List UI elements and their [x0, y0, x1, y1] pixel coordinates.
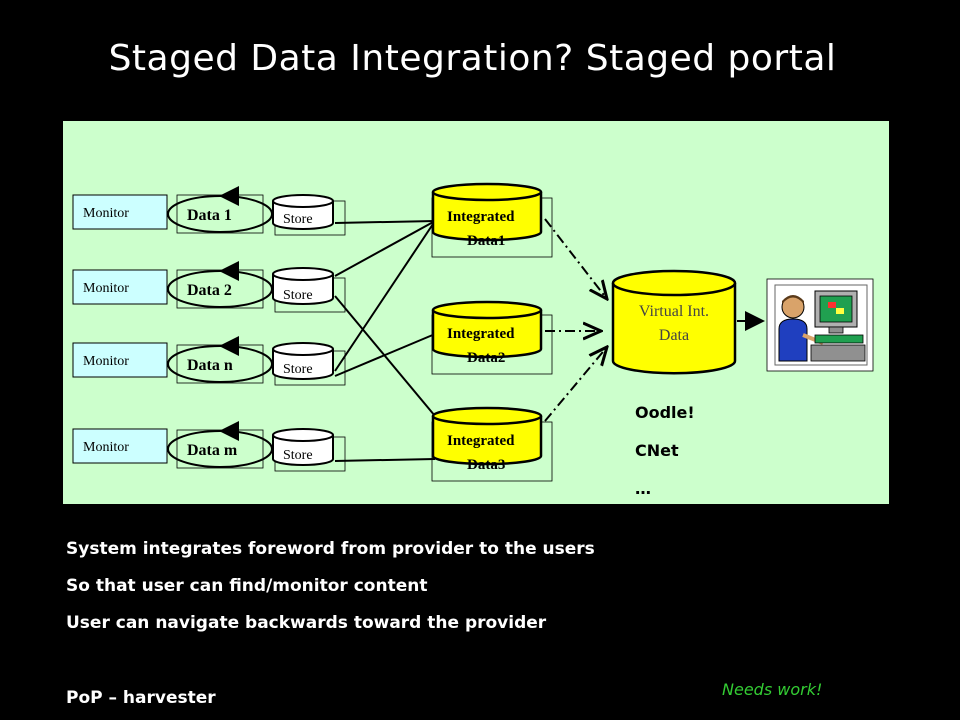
data-source-1: Data 1 [167, 186, 273, 234]
integrated-data-3: Integrated Data3 [431, 406, 553, 482]
integrated-label-line2: Data3 [467, 457, 505, 473]
store-2: Store [272, 267, 346, 313]
needs-work-note: Needs work! [722, 680, 823, 699]
integrated-label-line1: Integrated [447, 209, 515, 225]
data-source-label: Data n [187, 357, 233, 374]
integrated-label-line2: Data2 [467, 350, 505, 366]
integrated-label-line2: Data1 [467, 233, 505, 249]
monitor-box-4: Monitor [72, 428, 168, 464]
bullet-item-3: User can navigate backwards toward the p… [66, 613, 547, 633]
example-portal-2: CNet [635, 441, 679, 460]
data-source-label: Data 1 [187, 207, 232, 224]
virtual-label-line2: Data [659, 327, 689, 344]
store-4: Store [272, 428, 346, 472]
example-portal-1: Oodle! [635, 403, 695, 422]
store-3: Store [272, 342, 346, 386]
virtual-integrated-data: Virtual Int. Data [611, 269, 737, 375]
integrated-data-1: Integrated Data1 [431, 182, 553, 258]
connection-lines [334, 220, 436, 462]
data-source-label: Data m [187, 442, 238, 459]
monitor-label: Monitor [83, 354, 129, 369]
monitor-box-1: Monitor [72, 194, 168, 230]
dashed-arrows [544, 218, 607, 422]
store-label: Store [283, 362, 313, 377]
monitor-label: Monitor [83, 281, 129, 296]
store-label: Store [283, 448, 313, 463]
bullet-list: System integrates foreword from provider… [66, 536, 595, 647]
slide-title: Staged Data Integration? Staged portal [108, 38, 837, 79]
integrated-data-2: Integrated Data2 [431, 300, 553, 375]
virtual-label-line1: Virtual Int. [639, 303, 709, 320]
monitor-box-2: Monitor [72, 269, 168, 305]
integrated-label-line1: Integrated [447, 326, 515, 342]
data-source-label: Data 2 [187, 282, 232, 299]
footer-text: PoP – harvester [66, 688, 216, 708]
store-label: Store [283, 212, 313, 227]
monitor-label: Monitor [83, 206, 129, 221]
integrated-label-line1: Integrated [447, 433, 515, 449]
monitor-label: Monitor [83, 440, 129, 455]
store-label: Store [283, 288, 313, 303]
bullet-item-2: So that user can find/monitor content [66, 576, 428, 596]
store-1: Store [272, 194, 346, 236]
bullet-item-1: System integrates foreword from provider… [66, 539, 595, 559]
computer-user-icon [766, 278, 874, 372]
integration-diagram: Monitor Monitor Monitor Monitor Data 1 D… [63, 121, 889, 504]
example-portal-3: … [635, 479, 651, 498]
monitor-box-3: Monitor [72, 342, 168, 378]
